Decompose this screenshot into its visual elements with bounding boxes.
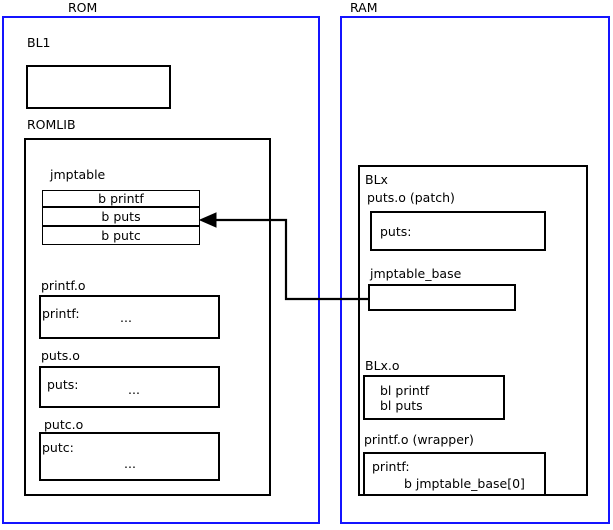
romlib-printf-o-label: printf.o xyxy=(41,278,86,293)
bl1-label: BL1 xyxy=(27,35,51,50)
romlib-puts-symbol: puts: xyxy=(47,377,79,392)
romlib-puts-o-box xyxy=(39,366,220,408)
bl1-box xyxy=(26,65,171,109)
printf-wrapper-box xyxy=(363,452,546,496)
jmptable-entry-printf: b printf xyxy=(42,190,200,207)
romlib-label: ROMLIB xyxy=(27,117,76,132)
blx-o-label: BLx.o xyxy=(365,358,400,373)
blx-o-line-1: bl printf xyxy=(380,383,430,398)
blx-label: BLx xyxy=(365,172,388,187)
jmptable-label: jmptable xyxy=(50,167,106,182)
romlib-printf-o-box xyxy=(39,295,220,339)
romlib-putc-body: ... xyxy=(124,456,136,471)
rom-region-label: ROM xyxy=(68,0,98,15)
romlib-putc-o-label: putc.o xyxy=(44,417,84,432)
jmptable-entry-puts: b puts xyxy=(42,207,200,226)
romlib-putc-symbol: putc: xyxy=(42,440,74,455)
romlib-puts-body: ... xyxy=(128,382,140,397)
jmptable-base-label: jmptable_base xyxy=(370,266,462,281)
romlib-printf-body: ... xyxy=(120,310,132,325)
romlib-puts-o-label: puts.o xyxy=(41,348,80,363)
printf-wrapper-label: printf.o (wrapper) xyxy=(364,432,474,447)
puts-patch-symbol: puts: xyxy=(380,224,412,239)
romlib-printf-symbol: printf: xyxy=(42,306,80,321)
jmptable-entry-putc: b putc xyxy=(42,226,200,245)
printf-wrapper-symbol: printf: xyxy=(372,459,410,474)
blx-o-line-2: bl puts xyxy=(380,398,423,413)
printf-wrapper-instruction: b jmptable_base[0] xyxy=(404,476,525,491)
romlib-putc-o-box xyxy=(39,432,220,481)
ram-region-label: RAM xyxy=(350,0,378,15)
jmptable-base-box xyxy=(368,284,516,311)
puts-patch-label: puts.o (patch) xyxy=(367,190,455,205)
blx-o-box xyxy=(363,375,505,420)
puts-patch-box xyxy=(370,211,546,251)
